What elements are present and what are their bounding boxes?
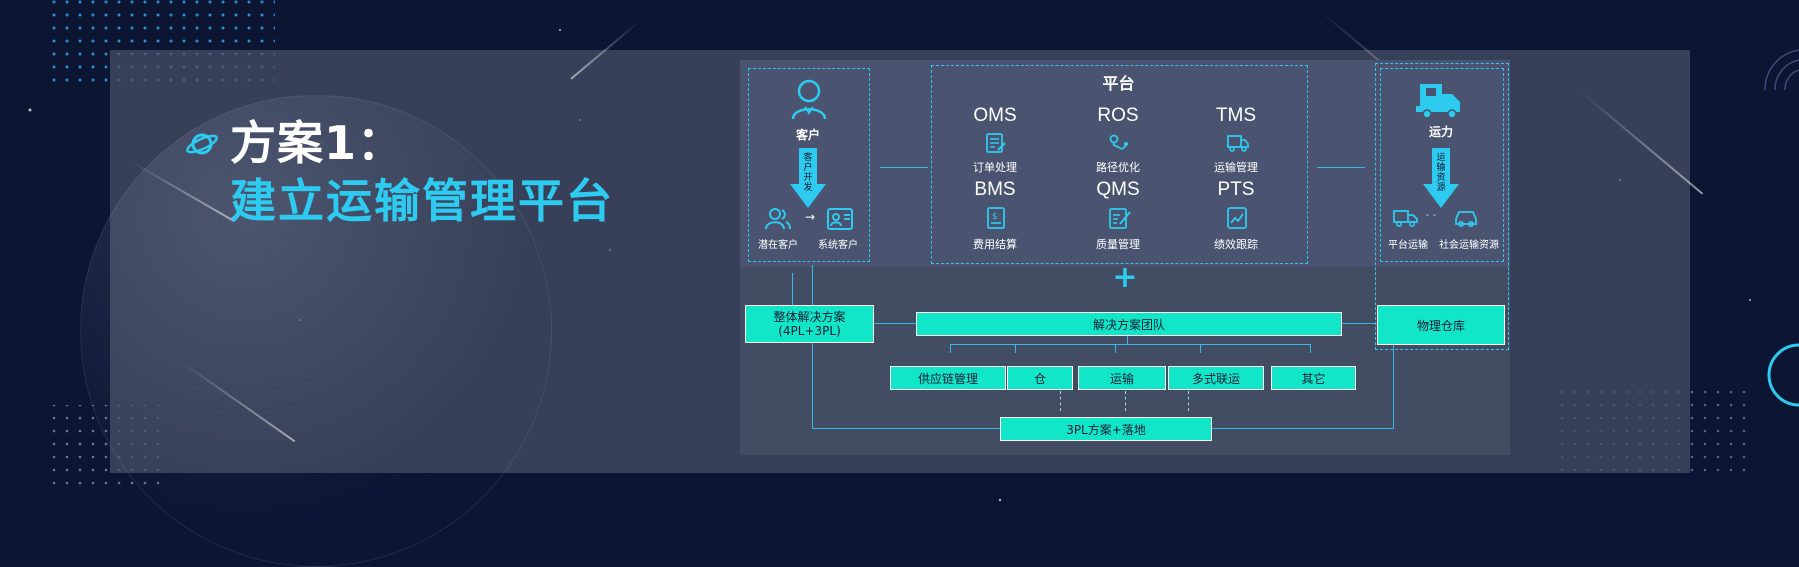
- sub-box-transport: 运输: [1078, 366, 1166, 390]
- connector-line: [1200, 344, 1201, 353]
- warehouse-box: 物理仓库: [1377, 305, 1505, 345]
- platform-title: 平台: [1102, 74, 1135, 93]
- system-customer-label: 系统客户: [818, 240, 858, 251]
- top-band: [740, 60, 1510, 267]
- system-label-pts: 绩效跟踪: [1214, 238, 1258, 251]
- title-line-2: 建立运输管理平台: [230, 174, 614, 228]
- decorative-sphere: [80, 95, 552, 567]
- connector-line: [1115, 344, 1116, 353]
- connector-line: [812, 428, 1000, 429]
- team-box-text: 解决方案团队: [1092, 317, 1165, 332]
- sub-box-text: 多式联运: [1191, 371, 1240, 386]
- capacity-outer-box: [1375, 63, 1509, 350]
- team-box: 解决方案团队: [916, 312, 1342, 336]
- connector-line: [880, 167, 928, 168]
- system-code-bms: BMS: [974, 179, 1016, 200]
- car-icon: [1455, 211, 1477, 228]
- system-code-oms: OMS: [973, 105, 1017, 126]
- capacity-title: 运力: [1428, 125, 1453, 139]
- social-transport-label: 社会运输资源: [1439, 240, 1499, 251]
- landing-box: 3PL方案+落地: [1000, 417, 1212, 441]
- solution-box-text: 整体解决方案 (4PL+3PL): [773, 310, 846, 338]
- sub-box-multimodal: 多式联运: [1168, 366, 1264, 390]
- system-label-qms: 质量管理: [1096, 238, 1140, 251]
- delivery-truck-icon: [1416, 84, 1460, 119]
- connector-line: [792, 273, 793, 305]
- down-arrow-icon: [1423, 148, 1459, 208]
- system-user-icon: [827, 208, 853, 230]
- users-group-icon: [765, 208, 791, 230]
- system-code-ros: ROS: [1097, 105, 1139, 126]
- potential-customer-label: 潜在客户: [758, 240, 798, 251]
- sub-box-warehouse: 仓: [1007, 366, 1073, 390]
- connector-line: [1210, 428, 1393, 429]
- truck-icon: [1227, 135, 1249, 152]
- down-arrow-icon: [790, 148, 826, 208]
- system-label-oms: 订单处理: [973, 161, 1017, 174]
- svg-text:$: $: [992, 212, 998, 222]
- system-code-pts: PTS: [1217, 179, 1255, 200]
- diagram: 客户 客户开发 → 潜在客户 系统客户 平台 OMS ROS TMS 订单处理: [740, 60, 1510, 455]
- connector-line: [1317, 167, 1365, 168]
- customer-box: [748, 68, 870, 262]
- system-code-qms: QMS: [1096, 179, 1140, 200]
- platform-transport-label: 平台运输: [1388, 240, 1428, 251]
- arrow-right: →: [804, 210, 816, 224]
- connector-line: [950, 344, 951, 353]
- landing-box-text: 3PL方案+落地: [1066, 422, 1146, 437]
- capacity-box: [1380, 68, 1504, 262]
- sub-box-text: 供应链管理: [917, 371, 978, 386]
- system-label-ros: 路径优化: [1096, 161, 1140, 174]
- title-line-1: 方案1：: [230, 116, 405, 170]
- small-truck-icon: [1393, 210, 1418, 228]
- platform-box: [931, 65, 1308, 264]
- system-code-tms: TMS: [1215, 105, 1257, 126]
- plus-sign: +: [1112, 260, 1138, 295]
- connector-line: [1393, 343, 1394, 429]
- sub-box-text: 其它: [1301, 371, 1326, 386]
- capacity-arrow-text: 运输资源: [1436, 153, 1446, 193]
- system-label-tms: 运输管理: [1214, 161, 1258, 174]
- dashed-connector: [1125, 391, 1126, 411]
- slide-title: 方案1： 建立运输管理平台: [185, 115, 614, 231]
- connector-line: [1015, 344, 1016, 353]
- sub-box-supply-chain: 供应链管理: [890, 366, 1006, 390]
- dashed-connector: [1188, 391, 1189, 411]
- solution-box: 整体解决方案 (4PL+3PL): [745, 305, 874, 343]
- warehouse-box-text: 物理仓库: [1416, 318, 1465, 333]
- system-label-bms: 费用结算: [973, 238, 1017, 251]
- dashed-connector: [1060, 391, 1061, 411]
- connector-line: [1127, 334, 1128, 344]
- customer-arrow-text: 客户开发: [803, 153, 813, 193]
- planet-icon: [186, 133, 218, 155]
- quality-icon: [1109, 208, 1131, 229]
- connector-line: [1310, 344, 1311, 353]
- performance-icon: [1227, 207, 1247, 229]
- user-icon: [791, 79, 827, 120]
- connector-line: [1340, 323, 1377, 324]
- customer-title: 客户: [795, 128, 820, 142]
- dash-connector: - -: [1425, 210, 1437, 221]
- route-icon: [1109, 134, 1128, 150]
- sub-box-text: 运输: [1109, 371, 1134, 386]
- order-icon: [986, 133, 1006, 153]
- sub-box-text: 仓: [1033, 371, 1046, 386]
- bill-icon: $: [987, 207, 1005, 229]
- connector-line: [950, 344, 1310, 345]
- sub-box-other: 其它: [1271, 366, 1356, 390]
- connector-line: [812, 265, 813, 428]
- connector-line: [872, 323, 927, 324]
